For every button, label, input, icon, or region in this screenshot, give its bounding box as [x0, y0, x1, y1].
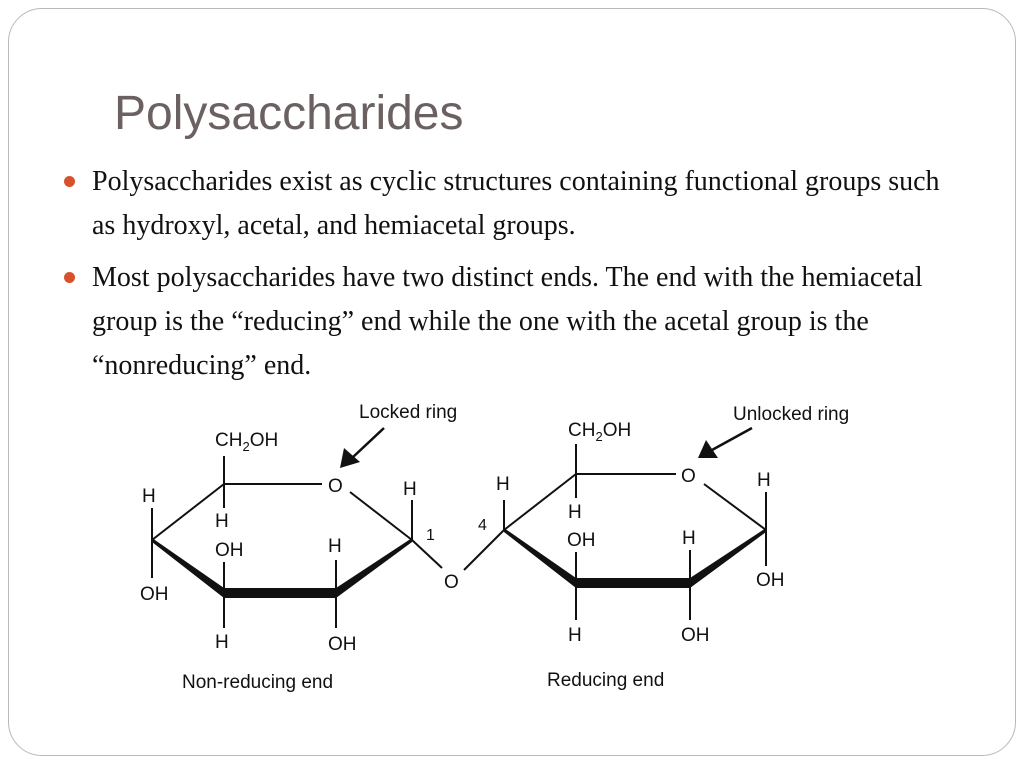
linkage-oxygen-label: O — [444, 572, 459, 593]
left-h-bottom-label: H — [215, 632, 229, 653]
left-ring-bold-bond — [224, 588, 336, 598]
bullet-text: Polysaccharides exist as cyclic structur… — [92, 166, 940, 241]
right-h-c2-label: H — [682, 528, 696, 549]
right-h-c5-label: H — [568, 502, 582, 523]
bullet-list: Polysaccharides exist as cyclic structur… — [62, 160, 962, 396]
unlocked-ring-arrow-icon — [698, 426, 753, 458]
left-h-c1-label: H — [403, 479, 417, 500]
left-oh-c3-label: OH — [215, 540, 244, 561]
right-ring — [503, 444, 767, 620]
right-carbon-4-label: 4 — [478, 517, 487, 534]
left-ring-wedge-left — [152, 538, 224, 598]
locked-ring-arrow-icon — [340, 427, 385, 468]
non-reducing-end-label: Non-reducing end — [182, 672, 333, 693]
left-carbon-1-label: 1 — [426, 527, 435, 544]
right-h-c1-label: H — [757, 470, 771, 491]
right-h-bottom-label: H — [568, 625, 582, 646]
right-ring-wedge-right — [690, 528, 766, 588]
reducing-end-label: Reducing end — [547, 670, 664, 691]
bullet-item: Most polysaccharides have two distinct e… — [62, 256, 962, 388]
linkage-bond — [463, 529, 505, 571]
unlocked-ring-label: Unlocked ring — [733, 404, 849, 425]
right-ch2oh-label: CH2OH — [568, 420, 631, 444]
right-ring-bold-bond — [576, 578, 690, 588]
bullet-dot-icon — [64, 272, 75, 283]
left-ring — [151, 456, 443, 628]
bullet-item: Polysaccharides exist as cyclic structur… — [62, 160, 962, 248]
left-h-c2-label: H — [328, 536, 342, 557]
left-ring-wedge-right — [336, 538, 412, 598]
left-h-c5-label: H — [142, 486, 156, 507]
locked-ring-label: Locked ring — [359, 402, 457, 423]
bullet-dot-icon — [64, 176, 75, 187]
left-ring-oxygen-label: O — [328, 476, 343, 497]
bullet-text: Most polysaccharides have two distinct e… — [92, 262, 923, 381]
left-h-c4-under-label: H — [215, 511, 229, 532]
right-oh-c1-label: OH — [756, 570, 785, 591]
left-oh-bottom-label: OH — [328, 634, 357, 655]
right-ring-oxygen-label: O — [681, 466, 696, 487]
right-ring-wedge-left — [504, 528, 576, 588]
slide-frame — [8, 8, 1016, 756]
right-oh-bottom-label: OH — [681, 625, 710, 646]
right-h-c4-label: H — [496, 474, 510, 495]
left-ch2oh-label: CH2OH — [215, 430, 278, 454]
slide-title: Polysaccharides — [114, 87, 464, 140]
right-oh-c3-label: OH — [567, 530, 596, 551]
left-oh-c4-label: OH — [140, 584, 169, 605]
